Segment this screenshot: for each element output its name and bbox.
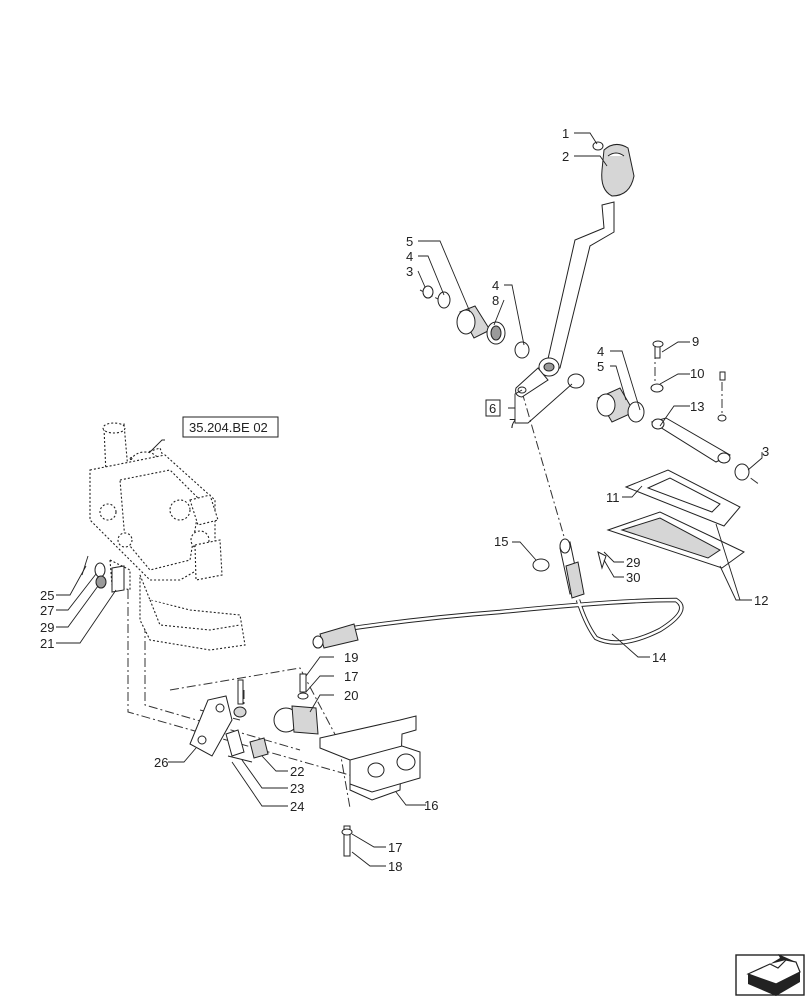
callout-13: 13 bbox=[690, 399, 704, 414]
callout-1: 1 bbox=[562, 126, 569, 141]
control-cable-assembly bbox=[312, 538, 684, 649]
callout-22: 22 bbox=[290, 764, 304, 779]
callout-14: 14 bbox=[652, 650, 666, 665]
callout-8: 8 bbox=[492, 293, 499, 308]
callout-27: 27 bbox=[40, 603, 54, 618]
callout-24: 24 bbox=[290, 799, 304, 814]
callout-15: 15 bbox=[494, 534, 508, 549]
callout-4: 4 bbox=[492, 278, 499, 293]
callout-26: 26 bbox=[154, 755, 168, 770]
callout-16: 16 bbox=[424, 798, 438, 813]
callout-3: 3 bbox=[406, 264, 413, 279]
callout-2: 2 bbox=[562, 149, 569, 164]
next-page-arrow-icon[interactable] bbox=[735, 954, 805, 996]
callout-10: 10 bbox=[690, 366, 704, 381]
control-lever-assembly bbox=[422, 141, 750, 569]
valve-fasteners bbox=[81, 555, 125, 593]
callout-17: 17 bbox=[388, 840, 402, 855]
cable-bracket-assembly bbox=[189, 673, 421, 857]
callout-29: 29 bbox=[40, 620, 54, 635]
callout-11: 11 bbox=[606, 490, 620, 505]
reference-code: 35.204.BE 02 bbox=[189, 420, 268, 435]
callout-30: 30 bbox=[626, 570, 640, 585]
callout-4: 4 bbox=[597, 344, 604, 359]
callout-29: 29 bbox=[626, 555, 640, 570]
leader-lines bbox=[56, 132, 763, 867]
hydraulic-valve-block bbox=[89, 422, 246, 651]
callout-3: 3 bbox=[762, 444, 769, 459]
callout-23: 23 bbox=[290, 781, 304, 796]
group-box bbox=[485, 399, 501, 417]
callout-4: 4 bbox=[406, 249, 413, 264]
callout-5: 5 bbox=[406, 234, 413, 249]
reference-box bbox=[182, 416, 279, 438]
callout-12: 12 bbox=[754, 593, 768, 608]
callout-25: 25 bbox=[40, 588, 54, 603]
callout-19: 19 bbox=[344, 650, 358, 665]
callout-7: 7 bbox=[509, 416, 516, 431]
callout-18: 18 bbox=[388, 859, 402, 874]
callout-5: 5 bbox=[597, 359, 604, 374]
group-label: 6 bbox=[489, 401, 496, 416]
callout-9: 9 bbox=[692, 334, 699, 349]
callout-labels: 1 2 5 4 3 4 8 7 9 10 4 5 13 3 11 12 15 2… bbox=[40, 126, 769, 874]
callout-21: 21 bbox=[40, 636, 54, 651]
callout-20: 20 bbox=[344, 688, 358, 703]
callout-17: 17 bbox=[344, 669, 358, 684]
